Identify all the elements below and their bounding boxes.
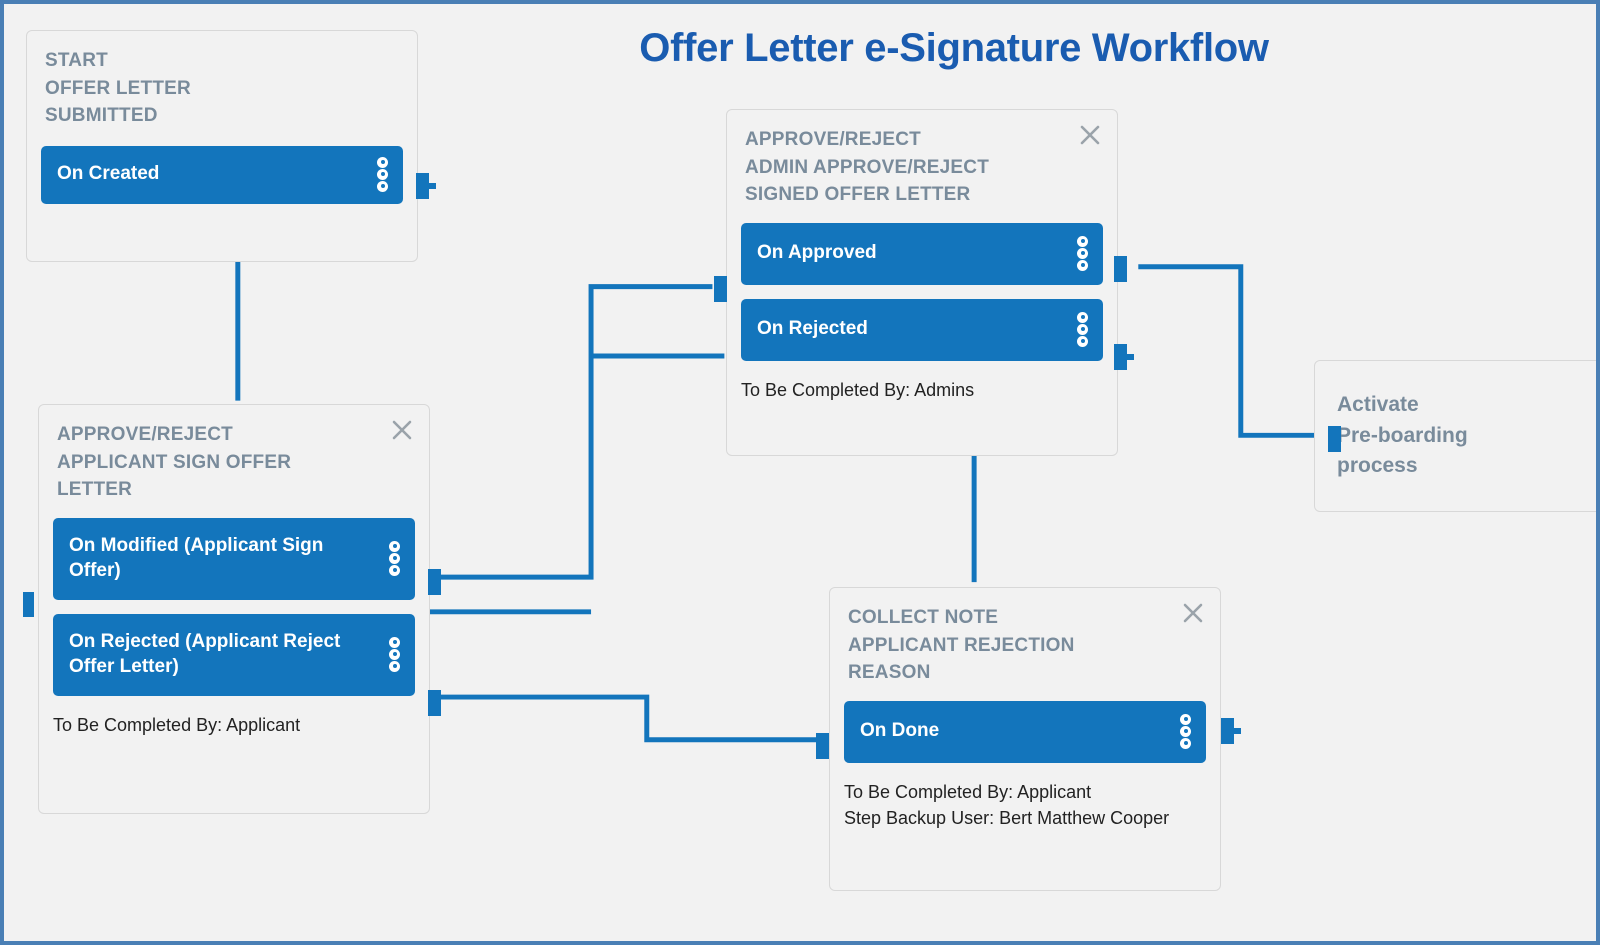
event-on-created[interactable]: On Created: [41, 145, 403, 204]
node-applicant-sign-meta: To Be Completed By: Applicant: [53, 714, 301, 735]
node-applicant-sign[interactable]: APPROVE/REJECT APPLICANT SIGN OFFER LETT…: [38, 404, 430, 814]
node-applicant-sign-title: APPROVE/REJECT APPLICANT SIGN OFFER LETT…: [57, 424, 292, 501]
more-vertical-icon[interactable]: [1077, 235, 1089, 273]
node-admin-approve-header: APPROVE/REJECT ADMIN APPROVE/REJECT SIGN…: [727, 110, 1117, 209]
event-on-rejected-admin[interactable]: On Rejected: [741, 298, 1103, 361]
event-on-modified-applicant-sign[interactable]: On Modified (Applicant Sign Offer): [53, 517, 415, 600]
close-icon[interactable]: [1079, 124, 1101, 146]
page-title: Offer Letter e-Signature Workflow: [639, 26, 1269, 70]
port-on-modified-out[interactable]: [428, 569, 441, 595]
node-collect-note[interactable]: COLLECT NOTE APPLICANT REJECTION REASON …: [829, 587, 1221, 891]
event-on-done-label: On Done: [860, 720, 940, 742]
node-admin-approve-title: APPROVE/REJECT ADMIN APPROVE/REJECT SIGN…: [745, 129, 989, 206]
event-on-approved-label: On Approved: [757, 242, 877, 264]
node-collect-note-title: COLLECT NOTE APPLICANT REJECTION REASON: [848, 607, 1075, 684]
more-vertical-icon[interactable]: [377, 156, 389, 194]
node-start[interactable]: START OFFER LETTER SUBMITTED On Created: [26, 30, 418, 262]
port-on-approved-out[interactable]: [1114, 256, 1127, 282]
more-vertical-icon[interactable]: [389, 636, 401, 674]
close-icon[interactable]: [1182, 602, 1204, 624]
event-on-rejected-admin-label: On Rejected: [757, 318, 868, 340]
node-start-header: START OFFER LETTER SUBMITTED: [27, 31, 417, 130]
port-on-approved-in[interactable]: [714, 276, 727, 302]
event-on-done[interactable]: On Done: [844, 700, 1206, 763]
port-start-on-created-out[interactable]: [416, 173, 436, 199]
close-icon[interactable]: [391, 419, 413, 441]
port-activate-preboarding-in[interactable]: [1328, 426, 1341, 452]
event-on-approved[interactable]: On Approved: [741, 222, 1103, 285]
port-applicant-sign-in[interactable]: [23, 592, 34, 617]
event-on-rejected-applicant[interactable]: On Rejected (Applicant Reject Offer Lett…: [53, 613, 415, 696]
node-admin-approve[interactable]: APPROVE/REJECT ADMIN APPROVE/REJECT SIGN…: [726, 109, 1118, 456]
wire-applicantreject-to-done: [433, 694, 840, 743]
node-activate-preboarding[interactable]: Activate Pre-boarding process: [1314, 360, 1596, 512]
wire-approved-to-preboarding: [1138, 264, 1328, 438]
event-on-modified-applicant-sign-label: On Modified (Applicant Sign Offer): [69, 534, 324, 581]
event-on-rejected-applicant-label: On Rejected (Applicant Reject Offer Lett…: [69, 630, 341, 677]
node-activate-preboarding-label: Activate Pre-boarding process: [1337, 393, 1468, 478]
more-vertical-icon[interactable]: [389, 540, 401, 578]
event-on-created-label: On Created: [57, 163, 160, 185]
node-admin-approve-meta: To Be Completed By: Admins: [741, 379, 975, 400]
port-on-done-out[interactable]: [1221, 718, 1241, 744]
wire-modified-to-approved: [433, 284, 713, 580]
port-on-done-in[interactable]: [816, 733, 829, 759]
port-on-rejected-applicant-out[interactable]: [428, 690, 441, 716]
more-vertical-icon[interactable]: [1077, 311, 1089, 349]
node-collect-note-meta: To Be Completed By: Applicant Step Backu…: [844, 781, 1170, 828]
port-on-rejected-admin-out[interactable]: [1114, 344, 1134, 370]
node-applicant-sign-header: APPROVE/REJECT APPLICANT SIGN OFFER LETT…: [39, 405, 429, 504]
node-start-title: START OFFER LETTER SUBMITTED: [45, 50, 191, 127]
more-vertical-icon[interactable]: [1180, 713, 1192, 751]
node-collect-note-header: COLLECT NOTE APPLICANT REJECTION REASON: [830, 588, 1220, 687]
